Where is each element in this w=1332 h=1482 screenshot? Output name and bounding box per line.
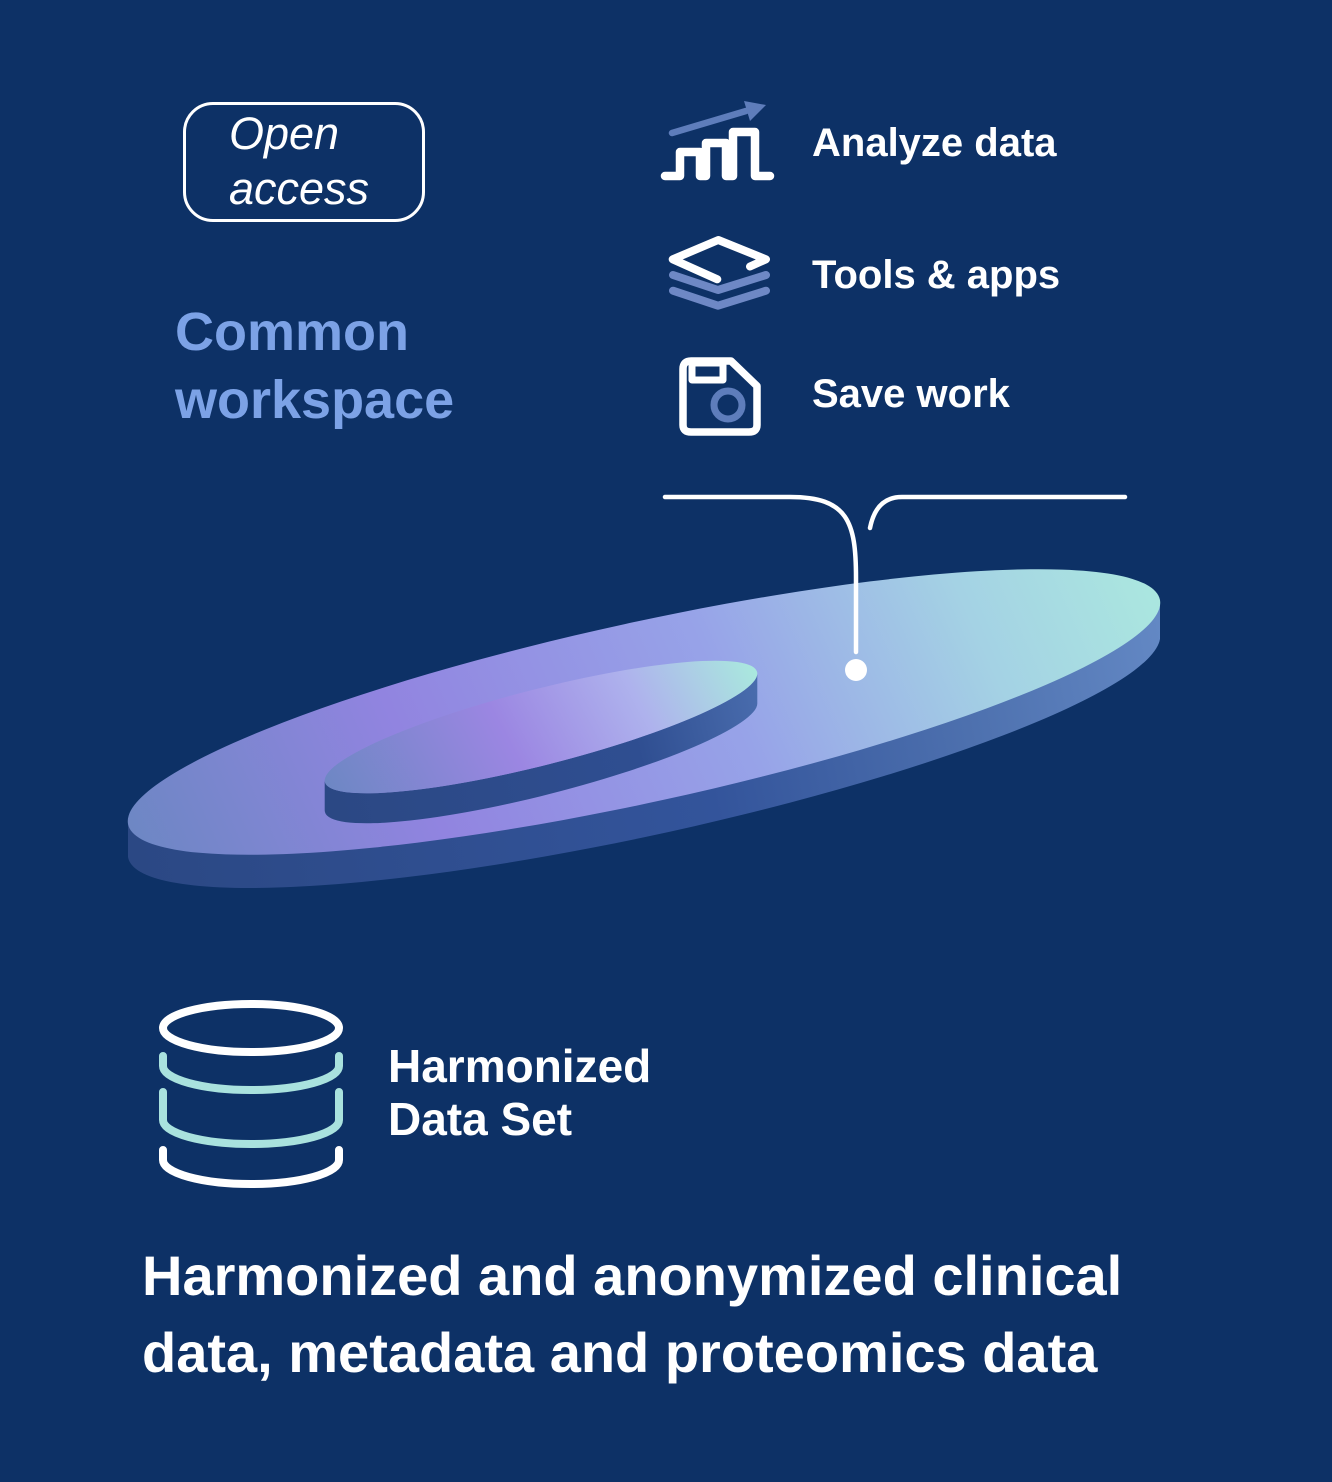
database-top-ellipse (159, 1000, 343, 1056)
connector-dot (845, 659, 867, 681)
bar-chart-trend-icon (660, 101, 775, 181)
caption-text: Harmonized and anonymized clinical data,… (142, 1244, 1123, 1384)
trend-arrowhead (744, 101, 766, 121)
inner-disk (324, 660, 758, 824)
open-access-badge-label: Open access (229, 108, 370, 214)
dataset-label: Harmonized Data Set (388, 1040, 652, 1145)
floppy-disk-icon (679, 357, 761, 436)
open-access-badge: Open access (183, 102, 425, 222)
feature-label-tools-apps: Tools & apps (812, 253, 1061, 297)
feature-label-analyze-data: Analyze data (812, 121, 1057, 165)
database-icon (159, 1000, 343, 1188)
feature-label-save-work: Save work (812, 372, 1010, 416)
connector-brace (662, 494, 1128, 655)
layers-icon (668, 236, 770, 310)
workspace-title: Common workspace (175, 302, 455, 431)
